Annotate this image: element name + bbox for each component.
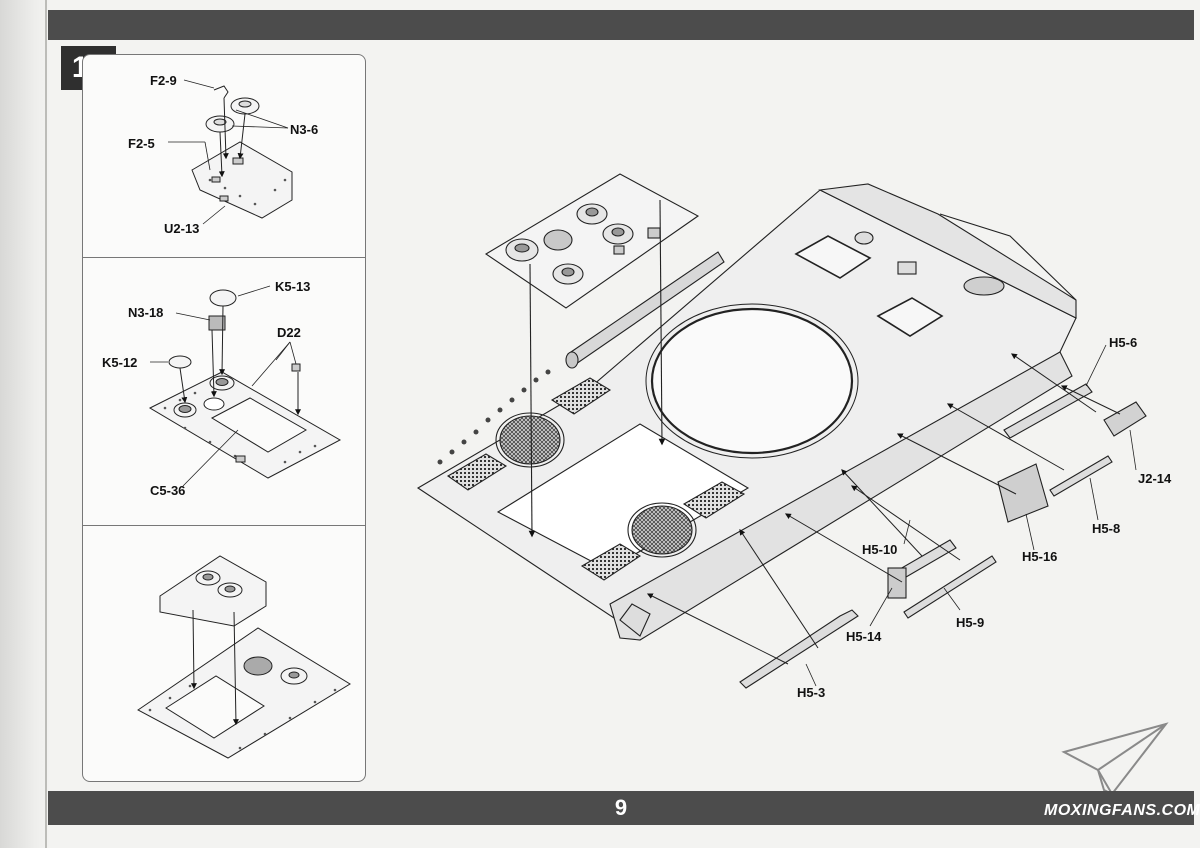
label-h5-14: H5-14 [846,629,882,644]
label-d22: D22 [277,325,301,340]
sub-step-1 [168,79,293,225]
hatch-opening [165,675,265,739]
tool-box-h5-16 [997,463,1049,523]
label-f2-9: F2-9 [150,73,177,88]
label-leaders [805,344,1137,687]
engine-deck-opening [496,423,750,571]
assembly-arrow [222,97,229,160]
panel-divider [83,257,365,258]
assembly-arrow [190,609,197,690]
intake-grille [446,453,508,491]
periscope-cap [209,289,237,307]
assembly-arrow [658,199,666,446]
intake-grille [682,481,746,519]
tool-rail-h5-9 [903,555,997,619]
cooling-fan-grille [631,505,693,555]
attach-arrows [646,353,1121,665]
assembly-arrow [219,305,226,376]
label-n3-18: N3-18 [128,305,163,320]
hatch-opening [210,397,308,453]
main-assembly [416,173,1147,689]
label-h5-6: H5-6 [1109,335,1137,350]
leader-line [275,341,291,361]
leader-line [175,312,211,321]
label-j2-14: J2-14 [1138,471,1172,486]
tool-rail-h5-8 [1049,455,1113,497]
sub-step-2 [148,285,342,487]
leader-line [237,285,271,297]
hatch-plate [191,141,293,219]
hull-side-skirt [609,351,1073,641]
grab-handle-part [213,85,229,99]
driver-hatch [794,235,872,279]
binding-line [45,0,47,848]
periscope-body [208,315,226,331]
leader-line [204,141,211,171]
page-number: 9 [614,795,628,820]
tool-rail-h5-3 [739,609,859,689]
radio-operator-hatch [876,297,944,337]
intake-grille [580,543,642,581]
hull-front-glacis [818,183,1077,319]
label-k5-12: K5-12 [102,355,137,370]
leader-line [182,429,239,487]
intake-grille [550,377,612,415]
cooling-fan-grille [499,415,561,465]
label-h5-8: H5-8 [1092,521,1120,536]
hinge-part [219,195,229,202]
binding-shadow [0,0,50,848]
hinge-part [211,176,221,183]
watermark-text: MOXINGFANS.COM [1044,802,1200,819]
footer-bar: 9 [48,791,1194,825]
leader-line [183,79,215,89]
assembly-arrow [528,263,536,538]
assembly-arrow [237,113,246,160]
header-bar [48,10,1194,40]
label-n3-6: N3-6 [290,122,318,137]
sub-step-3 [137,555,351,759]
label-h5-16: H5-16 [1022,549,1057,564]
periscope-assembly [243,656,273,676]
label-c5-36: C5-36 [150,483,185,498]
panel-divider [83,525,365,526]
leader-line [231,125,289,129]
hinge-part [235,455,246,463]
leader-line [202,205,226,225]
leader-line [289,341,297,365]
tow-shackle-j2-14 [1103,401,1147,437]
label-h5-9: H5-9 [956,615,984,630]
tow-hook [619,603,651,637]
assembly-arrow [210,329,217,398]
engine-deck-hatch-plate [484,173,700,309]
assembly-arrow [179,367,188,404]
label-h5-10: H5-10 [862,542,897,557]
tool-rail-h5-6 [1003,383,1093,439]
periscope-housing [897,261,917,275]
hinge-part [291,363,301,372]
leader-line [251,341,291,387]
rivet-row [437,369,551,465]
assembly-arrow [218,131,225,178]
periscope-housing [854,231,874,245]
leader-line [235,109,289,129]
assembly-arrow [232,611,239,726]
turret-ring-opening [650,307,854,455]
label-k5-13: K5-13 [275,279,310,294]
periscope-cap [168,355,192,369]
hinge-part [232,157,244,165]
label-f2-5: F2-5 [128,136,155,151]
paper-plane-logo [1061,722,1169,796]
tool-clamp-h5-10 [887,567,907,599]
completed-hatch-plate [159,555,267,627]
ball-mount [963,276,1005,296]
label-u2-13: U2-13 [164,221,199,236]
label-h5-3: H5-3 [797,685,825,700]
